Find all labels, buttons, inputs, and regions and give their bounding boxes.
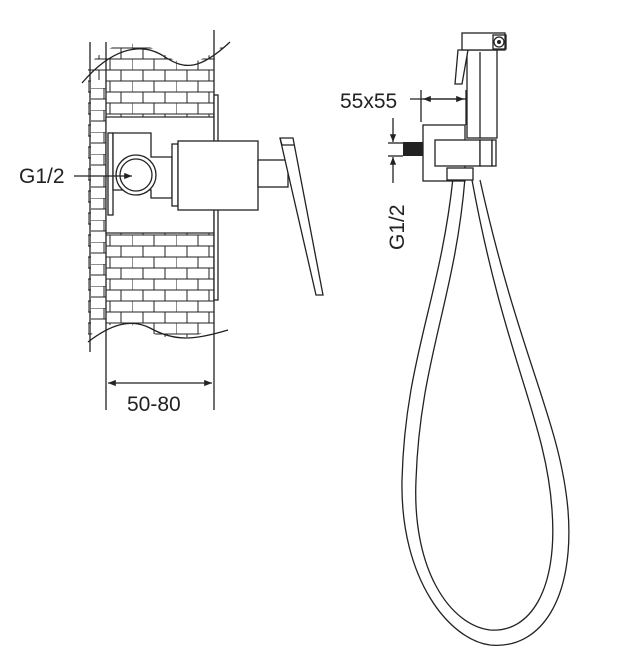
wall-section — [81, 30, 231, 410]
hand-shower — [401, 32, 570, 646]
bracket-size-label: 55x55 — [340, 90, 397, 113]
thread-size-label-right: G1/2 — [386, 204, 409, 250]
mixer-valve — [107, 94, 324, 301]
wall-depth-label: 50-80 — [127, 393, 181, 416]
thread-size-label-left: G1/2 — [19, 165, 65, 188]
